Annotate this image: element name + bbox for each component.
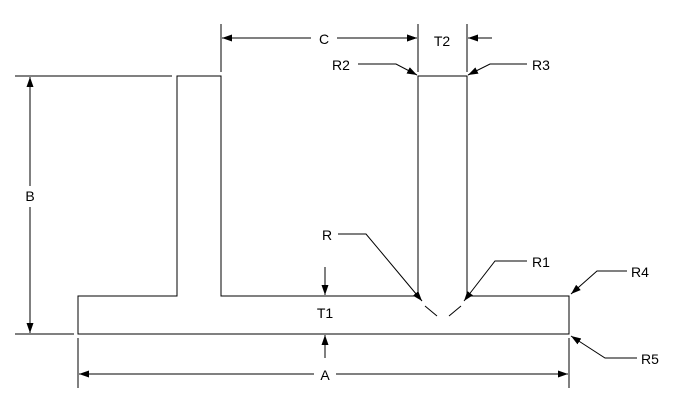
leader-r [338, 233, 423, 302]
radius-label-r2: R2 [332, 57, 350, 73]
radius-label-r3: R3 [532, 57, 550, 73]
dimension-label-t1: T1 [317, 305, 334, 321]
radius-label-r5: R5 [641, 351, 659, 367]
dimension-label-a: A [320, 367, 330, 383]
leader-r4 [570, 270, 627, 295]
radius-label-r4: R4 [631, 264, 649, 280]
leader-r-tail [424, 305, 438, 317]
dimension-label-t2: T2 [434, 33, 451, 49]
part-outline [77, 75, 570, 335]
leader-r2 [358, 63, 418, 76]
radius-label-r: R [322, 227, 332, 243]
leader-r3 [467, 63, 527, 76]
dimension-label-b: B [25, 188, 34, 204]
leader-r1-tail [448, 305, 462, 317]
dimension-label-c: C [319, 31, 329, 47]
leader-r5 [570, 335, 637, 359]
radius-label-r1: R1 [532, 254, 550, 270]
leader-r1 [463, 260, 527, 302]
